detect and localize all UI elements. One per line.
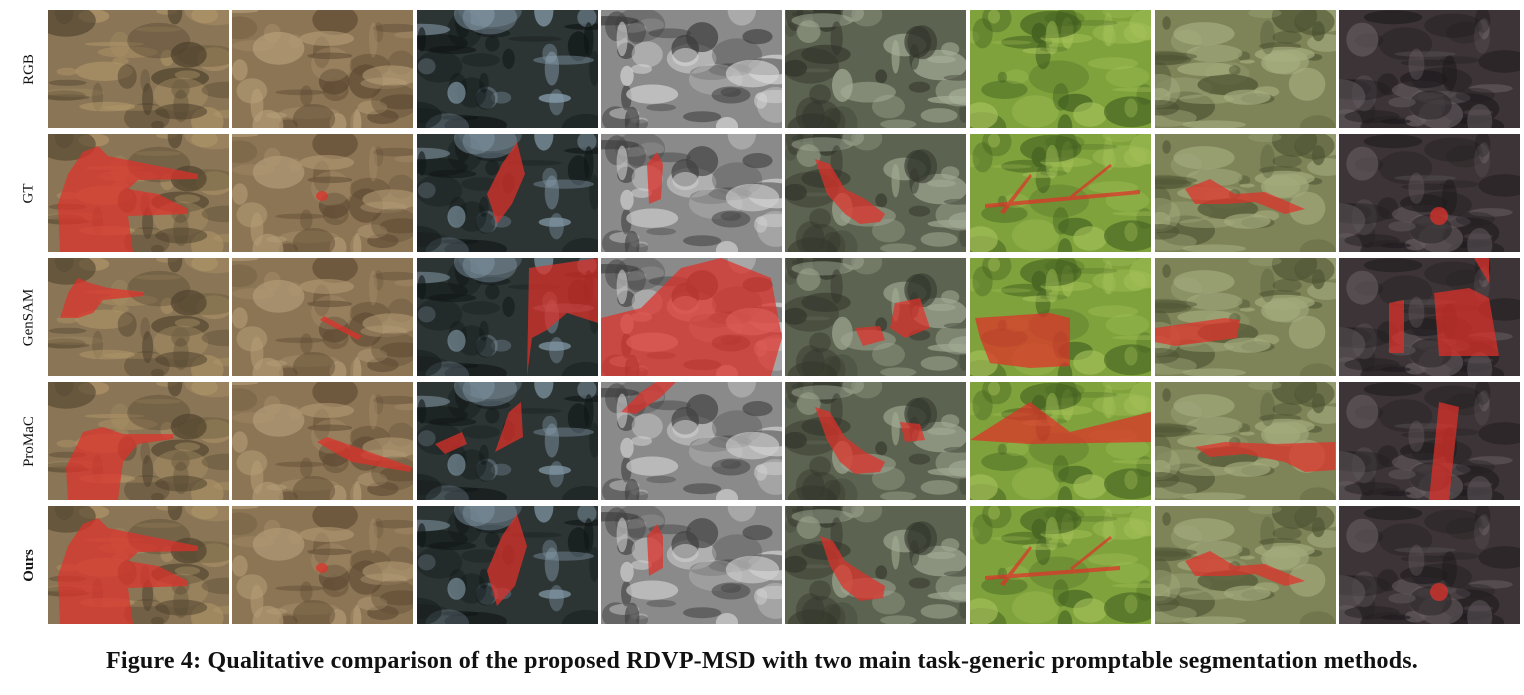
image-hunters-gt: [48, 134, 229, 252]
image-leaves-ours: [232, 506, 413, 624]
image-leaves-promac: [232, 382, 413, 500]
segmentation-mask: [985, 164, 1140, 214]
segmentation-mask: [1195, 442, 1335, 472]
image-moss-gensam: [1155, 258, 1336, 376]
segmentation-mask: [1185, 179, 1305, 214]
image-bark-promac: [1339, 382, 1520, 500]
row-label-gensam: GenSAM: [20, 288, 37, 346]
segmentation-mask: [487, 514, 527, 606]
segmentation-mask: [527, 258, 598, 376]
segmentation-mask: [985, 536, 1120, 586]
segmentation-mask: [647, 524, 663, 576]
image-hunters-rgb: [48, 10, 229, 128]
image-greenleaf-promac: [970, 382, 1151, 500]
image-greenleaf-ours: [970, 506, 1151, 624]
segmentation-mask: [1155, 318, 1240, 346]
image-rocks-rgb: [417, 10, 598, 128]
image-coral-promac: [785, 382, 966, 500]
segmentation-mask: [316, 191, 328, 201]
segmentation-mask: [60, 278, 143, 318]
image-rocks-promac: [417, 382, 598, 500]
segmentation-mask: [970, 402, 1151, 444]
segmentation-mask: [1185, 551, 1305, 586]
segmentation-mask: [1429, 402, 1459, 500]
image-moss-promac: [1155, 382, 1336, 500]
segmentation-mask: [621, 382, 676, 414]
image-leaves-gt: [232, 134, 413, 252]
segmentation-mask: [855, 298, 930, 346]
image-moss-gt: [1155, 134, 1336, 252]
segmentation-mask: [815, 159, 885, 224]
segmentation-mask: [820, 536, 885, 601]
image-bark-gt: [1339, 134, 1520, 252]
image-bark-ours: [1339, 506, 1520, 624]
image-bedsheet-gensam: [601, 258, 782, 376]
row-label-ours: Ours: [20, 548, 37, 582]
image-leaves-rgb: [232, 10, 413, 128]
image-greenleaf-gensam: [970, 258, 1151, 376]
image-hunters-ours: [48, 506, 229, 624]
segmentation-mask: [66, 427, 173, 500]
image-bedsheet-ours: [601, 506, 782, 624]
row-label-rgb: RGB: [20, 53, 37, 85]
segmentation-mask: [317, 437, 412, 472]
image-rocks-gt: [417, 134, 598, 252]
image-greenleaf-gt: [970, 134, 1151, 252]
segmentation-mask: [601, 258, 782, 376]
segmentation-mask: [316, 563, 328, 573]
segmentation-mask: [647, 152, 663, 204]
segmentation-mask: [320, 316, 362, 340]
image-coral-rgb: [785, 10, 966, 128]
image-coral-ours: [785, 506, 966, 624]
image-rocks-gensam: [417, 258, 598, 376]
image-rocks-ours: [417, 506, 598, 624]
image-coral-gt: [785, 134, 966, 252]
row-label-promac: ProMaC: [20, 415, 37, 467]
segmentation-mask: [58, 518, 198, 624]
image-bark-rgb: [1339, 10, 1520, 128]
image-bedsheet-promac: [601, 382, 782, 500]
image-leaves-gensam: [232, 258, 413, 376]
segmentation-mask: [815, 407, 925, 474]
segmentation-mask: [58, 146, 198, 252]
figure-caption: Figure 4: Qualitative comparison of the …: [105, 648, 1418, 674]
image-bark-gensam: [1339, 258, 1520, 376]
segmentation-mask: [975, 313, 1070, 368]
image-coral-gensam: [785, 258, 966, 376]
row-label-gt: GT: [20, 183, 37, 203]
image-moss-ours: [1155, 506, 1336, 624]
image-bedsheet-gt: [601, 134, 782, 252]
image-hunters-gensam: [48, 258, 229, 376]
segmentation-mask: [1389, 258, 1499, 356]
segmentation-mask: [1430, 207, 1448, 225]
image-greenleaf-rgb: [970, 10, 1151, 128]
segmentation-mask: [1430, 583, 1448, 601]
segmentation-mask: [435, 402, 523, 454]
image-bedsheet-rgb: [601, 10, 782, 128]
segmentation-mask: [487, 142, 525, 224]
image-moss-rgb: [1155, 10, 1336, 128]
image-hunters-promac: [48, 382, 229, 500]
